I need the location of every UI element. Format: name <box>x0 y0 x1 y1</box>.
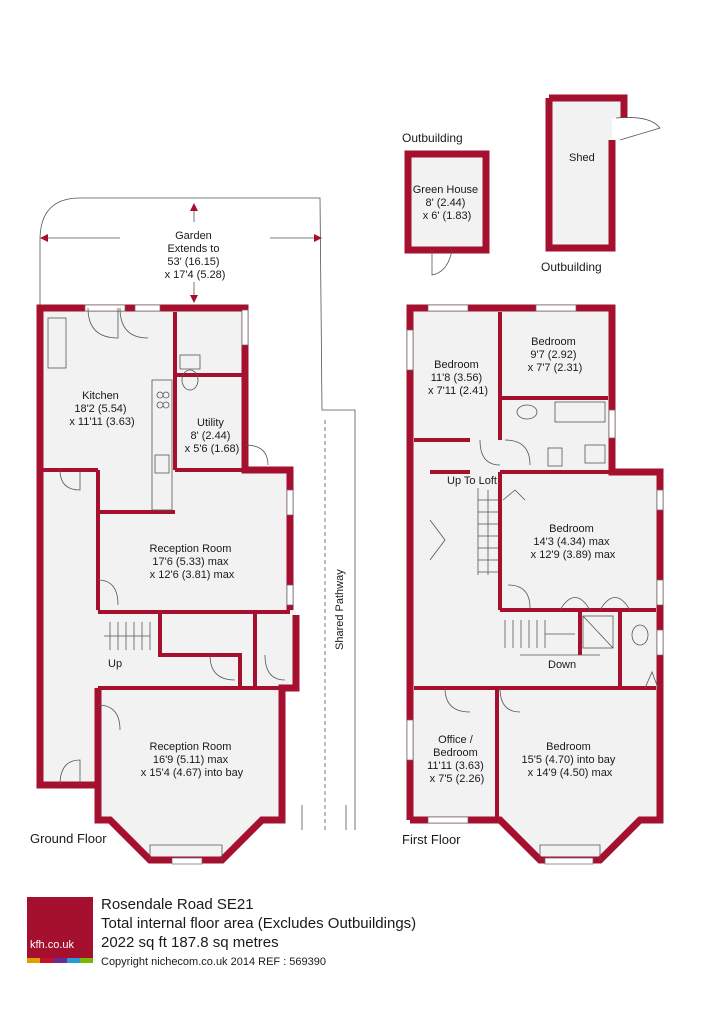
reception-room-2-label: Reception Room 16'9 (5.11) max x 15'4 (4… <box>141 741 244 779</box>
copyright: Copyright nichecom.co.uk 2014 REF : 5693… <box>101 956 327 968</box>
first-floor-plan <box>406 304 664 865</box>
kitchen-label: Kitchen 18'2 (5.54) x 11'11 (3.63) <box>69 390 134 428</box>
address: Rosendale Road SE21 <box>101 896 254 913</box>
utility-label: Utility 8' (2.44) x 5'6 (1.68) <box>185 417 240 455</box>
bedroom-top-left-label: Bedroom 11'8 (3.56) x 7'11 (2.41) <box>428 359 488 397</box>
greenhouse-plan <box>404 150 490 276</box>
first-floor-label: First Floor <box>402 832 461 847</box>
kfh-logo: kfh.co.uk <box>27 897 94 963</box>
logo-color-strip <box>27 958 94 963</box>
logo-stripe <box>40 958 54 963</box>
area-line: Total internal floor area (Excludes Outb… <box>101 915 417 932</box>
greenhouse-label: Green House 8' (2.44) x 6' (1.83) <box>413 184 482 222</box>
shed-plan <box>545 94 661 252</box>
outbuilding-bottom-label: Outbuilding <box>541 260 602 274</box>
logo-stripe <box>27 958 41 963</box>
area-value: 2022 sq ft 187.8 sq metres <box>101 934 279 951</box>
logo-stripe <box>79 958 94 963</box>
shared-pathway-label: Shared Pathway <box>334 569 346 650</box>
logo-text: kfh.co.uk <box>30 939 75 951</box>
logo-stripe <box>66 958 80 963</box>
shed-label: Shed <box>569 152 595 164</box>
bedroom-middle-label: Bedroom 14'3 (4.34) max x 12'9 (3.89) ma… <box>531 523 616 561</box>
bedroom-top-right-label: Bedroom 9'7 (2.92) x 7'7 (2.31) <box>528 336 583 374</box>
bedroom-bottom-right-label: Bedroom 15'5 (4.70) into bay x 14'9 (4.5… <box>522 741 619 779</box>
office-bedroom-label: Office / Bedroom 11'11 (3.63) x 7'5 (2.2… <box>427 734 487 785</box>
logo-stripe <box>53 958 67 963</box>
up-label: Up <box>108 658 122 670</box>
down-label: Down <box>548 659 576 671</box>
garden-label: Garden Extends to 53' (16.15) x 17'4 (5.… <box>165 230 226 281</box>
reception-room-1-label: Reception Room 17'6 (5.33) max x 12'6 (3… <box>150 543 235 581</box>
up-to-loft-label: Up To Loft <box>447 475 497 487</box>
ground-floor-label: Ground Floor <box>30 831 107 846</box>
outbuilding-top-label: Outbuilding <box>402 131 463 145</box>
ground-floor-plan <box>36 197 356 865</box>
